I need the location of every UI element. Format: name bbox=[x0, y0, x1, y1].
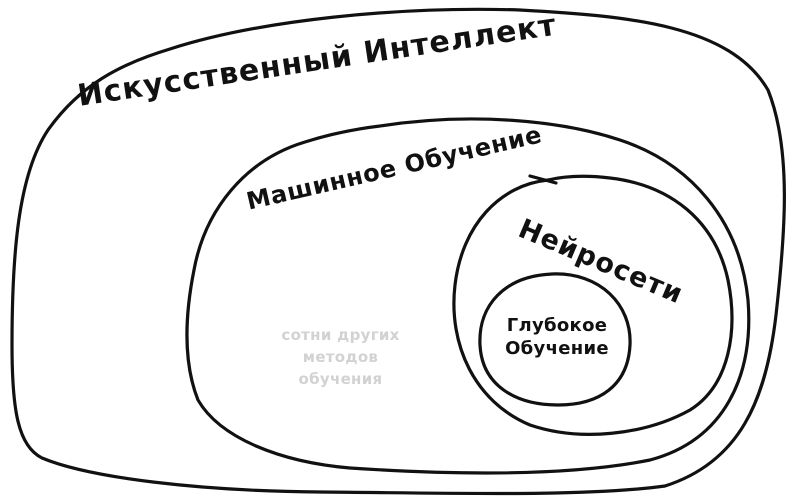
other-methods-line-2: методов bbox=[302, 347, 379, 366]
dl-label: Глубокое Обучение bbox=[487, 314, 627, 361]
neural-networks-closing-stroke bbox=[528, 174, 558, 185]
machine-learning-boundary bbox=[185, 117, 751, 475]
dl-label-line-2: Обучение bbox=[505, 338, 609, 360]
dl-label-line-1: Глубокое bbox=[506, 315, 608, 336]
other-methods-line-1: сотни других bbox=[281, 326, 400, 344]
other-methods-line-3: обучения bbox=[298, 369, 383, 388]
deep-learning-boundary bbox=[478, 272, 632, 407]
artificial-intelligence-boundary bbox=[10, 7, 786, 496]
neural-networks-boundary bbox=[452, 174, 734, 436]
other-methods-label: сотни других методов обучения bbox=[253, 325, 428, 390]
